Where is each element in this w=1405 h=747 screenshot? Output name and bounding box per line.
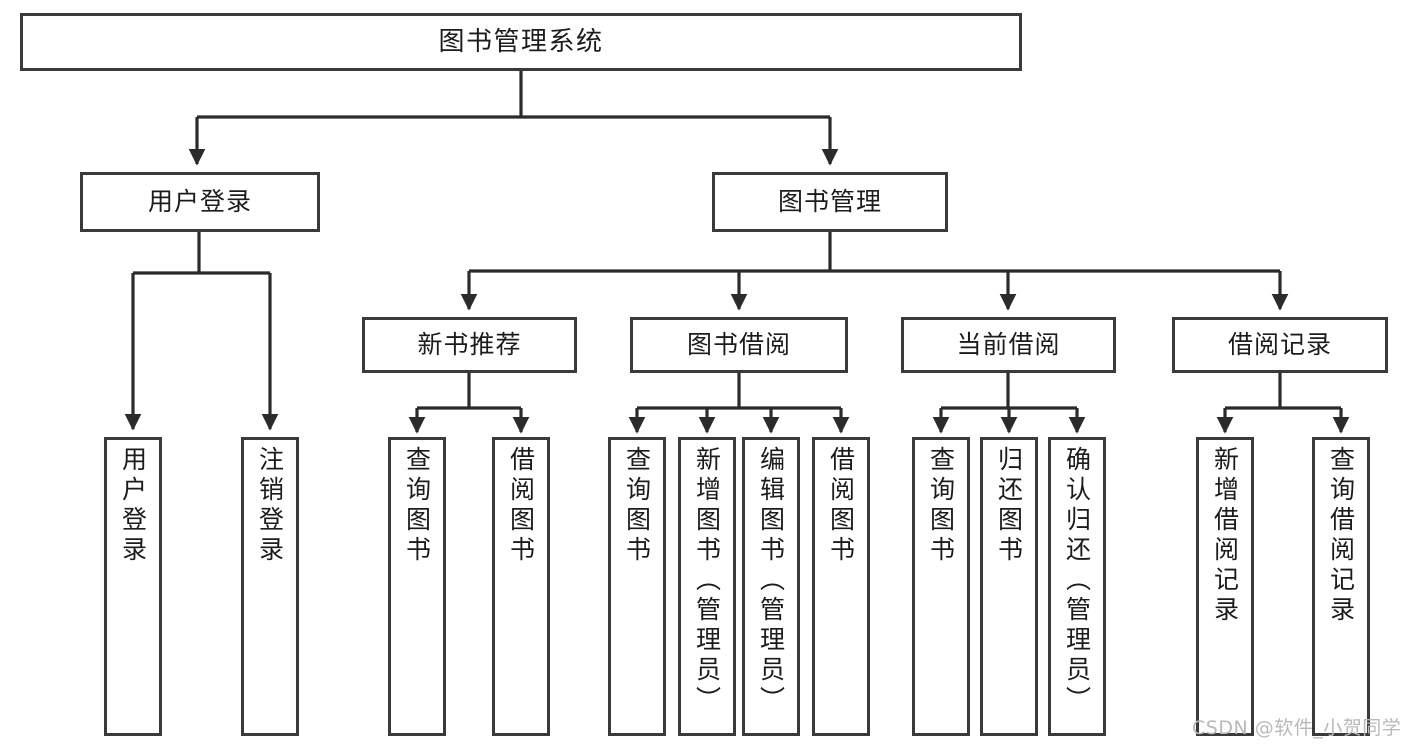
node-current-borrow-label: 当前借阅 bbox=[956, 330, 1061, 360]
leaf-user-login[interactable]: 用户登录 bbox=[104, 437, 162, 736]
leaf-borrow-book-1[interactable]: 借阅图书 bbox=[492, 437, 550, 736]
leaf-query-book-1-label: 查询图书 bbox=[402, 446, 432, 566]
leaf-query-book-3-label: 查询图书 bbox=[926, 446, 956, 566]
node-root[interactable]: 图书管理系统 bbox=[20, 13, 1022, 71]
leaf-add-record[interactable]: 新增借阅记录 bbox=[1196, 437, 1254, 736]
leaf-borrow-book-1-label: 借阅图书 bbox=[506, 446, 536, 566]
leaf-add-book[interactable]: 新增图书（管理员） bbox=[678, 437, 736, 736]
leaf-return-book-label: 归还图书 bbox=[994, 446, 1024, 566]
leaf-query-record[interactable]: 查询借阅记录 bbox=[1312, 437, 1370, 736]
leaf-query-book-2-label: 查询图书 bbox=[622, 446, 652, 566]
leaf-user-login-label: 用户登录 bbox=[118, 446, 148, 566]
leaf-confirm-return-label: 确认归还（管理员） bbox=[1062, 446, 1092, 716]
node-book-manage-label: 图书管理 bbox=[777, 187, 882, 217]
leaf-logout-label: 注销登录 bbox=[255, 446, 285, 566]
node-borrow-record[interactable]: 借阅记录 bbox=[1172, 317, 1388, 373]
leaf-edit-book-label: 编辑图书（管理员） bbox=[756, 446, 786, 716]
node-current-borrow[interactable]: 当前借阅 bbox=[901, 317, 1116, 373]
node-book-borrow[interactable]: 图书借阅 bbox=[630, 317, 848, 373]
leaf-borrow-book-2[interactable]: 借阅图书 bbox=[812, 437, 870, 736]
node-book-borrow-label: 图书借阅 bbox=[686, 330, 791, 360]
leaf-query-book-1[interactable]: 查询图书 bbox=[388, 437, 446, 736]
leaf-query-book-3[interactable]: 查询图书 bbox=[912, 437, 970, 736]
node-book-manage[interactable]: 图书管理 bbox=[712, 172, 948, 232]
watermark: CSDN @软件_小贺同学 bbox=[1192, 717, 1402, 739]
node-root-label: 图书管理系统 bbox=[438, 26, 604, 57]
leaf-confirm-return[interactable]: 确认归还（管理员） bbox=[1048, 437, 1106, 736]
leaf-query-record-label: 查询借阅记录 bbox=[1326, 446, 1356, 626]
node-new-book-recommend-label: 新书推荐 bbox=[417, 330, 522, 360]
node-user-login-label: 用户登录 bbox=[147, 187, 252, 217]
leaf-borrow-book-2-label: 借阅图书 bbox=[826, 446, 856, 566]
leaf-add-book-label: 新增图书（管理员） bbox=[692, 446, 722, 716]
leaf-add-record-label: 新增借阅记录 bbox=[1210, 446, 1240, 626]
node-user-login[interactable]: 用户登录 bbox=[80, 172, 320, 232]
leaf-return-book[interactable]: 归还图书 bbox=[980, 437, 1038, 736]
leaf-logout[interactable]: 注销登录 bbox=[241, 437, 299, 736]
leaf-edit-book[interactable]: 编辑图书（管理员） bbox=[742, 437, 800, 736]
leaf-query-book-2[interactable]: 查询图书 bbox=[608, 437, 666, 736]
node-borrow-record-label: 借阅记录 bbox=[1227, 330, 1332, 360]
node-new-book-recommend[interactable]: 新书推荐 bbox=[362, 317, 577, 373]
